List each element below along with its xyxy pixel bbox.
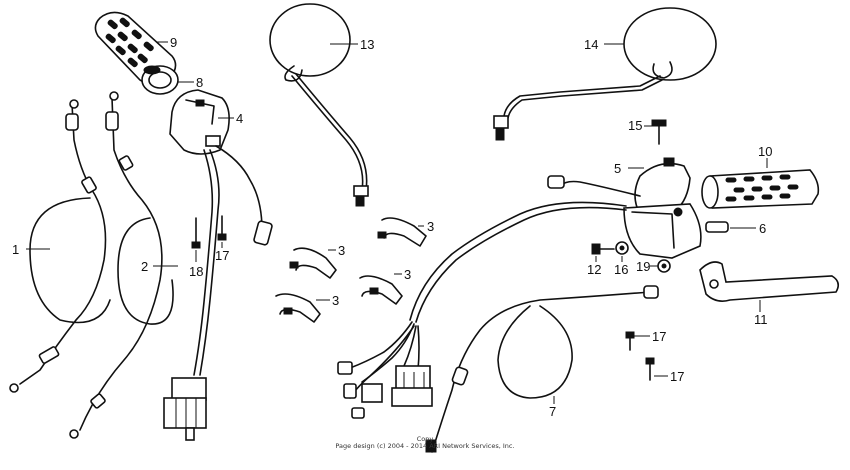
callout-11: 11	[754, 312, 768, 327]
part-11-lever	[699, 261, 840, 302]
part-17-bolt-left	[217, 215, 227, 241]
callout-16: 16	[614, 262, 628, 277]
part-8-throttle-sleeve	[141, 65, 179, 95]
callout-2: 2	[141, 259, 148, 274]
callout-13: 13	[360, 37, 374, 52]
part-15-bolt	[651, 119, 667, 145]
callout-9: 9	[170, 35, 177, 50]
part-16-washer	[615, 241, 629, 255]
left-connector	[163, 377, 207, 441]
callout-18: 18	[189, 264, 203, 279]
copyright-line-1: Copy	[416, 435, 434, 443]
callout-7: 7	[549, 404, 556, 419]
callout-3c: 3	[404, 267, 411, 282]
callout-17b: 17	[652, 329, 666, 344]
part-13-left-mirror	[269, 3, 369, 207]
part-4-left-switch	[169, 89, 273, 376]
callout-4: 4	[236, 111, 243, 126]
part-17-bolt-right-upper	[625, 331, 635, 351]
copyright-line-2: Page design (c) 2004 - 2014 ARI Network …	[335, 442, 515, 450]
callout-15: 15	[628, 118, 642, 133]
callout-5: 5	[614, 161, 621, 176]
callout-1: 1	[12, 242, 19, 257]
part-10-right-grip	[701, 169, 820, 209]
part-17-bolt-right-lower	[645, 357, 655, 381]
part-3-clamp-b	[289, 247, 337, 279]
part-3-clamp-a	[377, 217, 427, 247]
callout-6: 6	[759, 221, 766, 236]
callout-14: 14	[584, 37, 598, 52]
callout-19: 19	[636, 259, 650, 274]
part-18-bolt	[191, 217, 201, 249]
part-6-pin	[705, 221, 729, 233]
callout-3a: 3	[427, 219, 434, 234]
part-2-cable	[69, 91, 174, 439]
part-3-clamp-d	[275, 293, 321, 323]
callout-8: 8	[196, 75, 203, 90]
part-3-clamp-c	[359, 275, 403, 305]
part-5-right-switch	[409, 157, 702, 323]
right-harness	[337, 321, 433, 419]
leader-lines	[26, 41, 768, 404]
callout-labels: 1 2 3 3 3 3 4 5 6 7 8 9 10 11 12 13 14 1…	[12, 35, 772, 419]
part-7-cable	[425, 285, 659, 453]
callout-3d: 3	[332, 293, 339, 308]
callout-12: 12	[587, 262, 601, 277]
callout-3b: 3	[338, 243, 345, 258]
part-19-nut	[657, 259, 671, 273]
callout-10: 10	[758, 144, 772, 159]
callout-17c: 17	[670, 369, 684, 384]
part-12-bolt	[591, 243, 615, 255]
part-14-right-mirror	[493, 7, 717, 141]
part-1-cable	[9, 99, 111, 393]
callout-17a: 17	[215, 248, 229, 263]
